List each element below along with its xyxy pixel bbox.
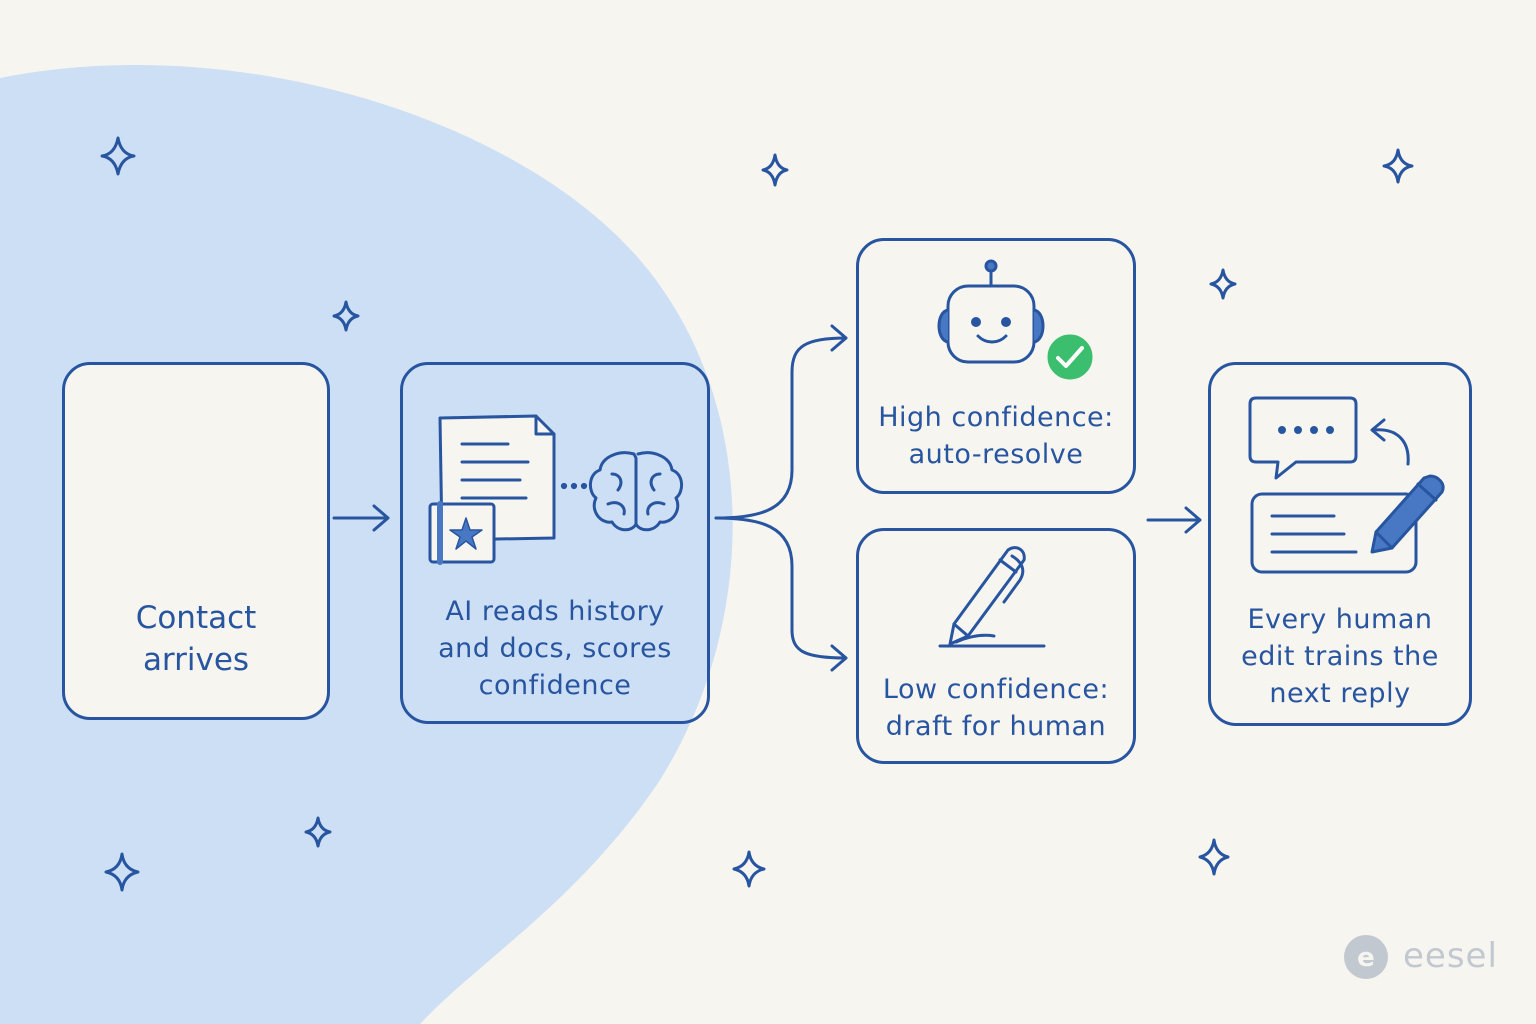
ellipsis-dots	[560, 482, 588, 490]
step-contact-arrives: Contact arrives	[62, 362, 330, 720]
sparkle-icon	[1382, 148, 1414, 184]
sparkle-icon	[732, 850, 766, 888]
sparkle-icon	[104, 852, 140, 892]
sparkle-icon	[1198, 838, 1230, 876]
branch-connector	[714, 324, 848, 520]
check-badge-icon	[1044, 331, 1096, 383]
step-label-line: AI reads history	[445, 596, 665, 627]
pencil-icon	[1370, 474, 1445, 554]
step-label-line: arrives	[142, 642, 250, 678]
return-arrow-icon	[1370, 418, 1410, 466]
sparkle-icon	[304, 816, 332, 848]
step-label-line: draft for human	[885, 711, 1107, 742]
brand-logo-letter: e	[1357, 943, 1375, 973]
branch-connector	[714, 516, 848, 672]
step-low-confidence: Low confidence: draft for human	[856, 528, 1136, 764]
sparkle-icon	[332, 300, 360, 332]
robot-icon	[937, 259, 1045, 364]
sparkle-icon	[1209, 268, 1237, 300]
brand-logo: e eesel	[1343, 930, 1503, 986]
step-label-line: Low confidence:	[882, 674, 1110, 705]
book-icon	[428, 501, 496, 565]
step-label-line: Contact	[135, 600, 257, 636]
step-label-line: edit trains the	[1241, 641, 1439, 672]
brand-logo-mark: e	[1344, 935, 1388, 979]
step-label-line: confidence	[478, 670, 632, 701]
sparkle-icon	[100, 136, 136, 176]
chat-bubble-icon	[1248, 396, 1358, 480]
arrow-icon	[1146, 506, 1202, 534]
step-ai-reads: AI reads history and docs, scores confid…	[400, 362, 710, 724]
step-label-line: High confidence:	[878, 402, 1114, 433]
brain-icon	[589, 451, 683, 532]
arrow-icon	[332, 504, 390, 532]
step-label-line: next reply	[1269, 678, 1411, 709]
step-label-line: Every human	[1247, 604, 1433, 635]
sparkle-icon	[761, 153, 789, 187]
step-label-line: auto-resolve	[908, 439, 1084, 470]
pen-icon	[938, 546, 1046, 648]
brand-name: eesel	[1403, 936, 1498, 976]
step-label-line: and docs, scores	[438, 633, 672, 664]
background-blob	[0, 64, 733, 1024]
step-high-confidence: High confidence: auto-resolve	[856, 238, 1136, 494]
step-human-edit-trains: Every human edit trains the next reply	[1208, 362, 1472, 726]
